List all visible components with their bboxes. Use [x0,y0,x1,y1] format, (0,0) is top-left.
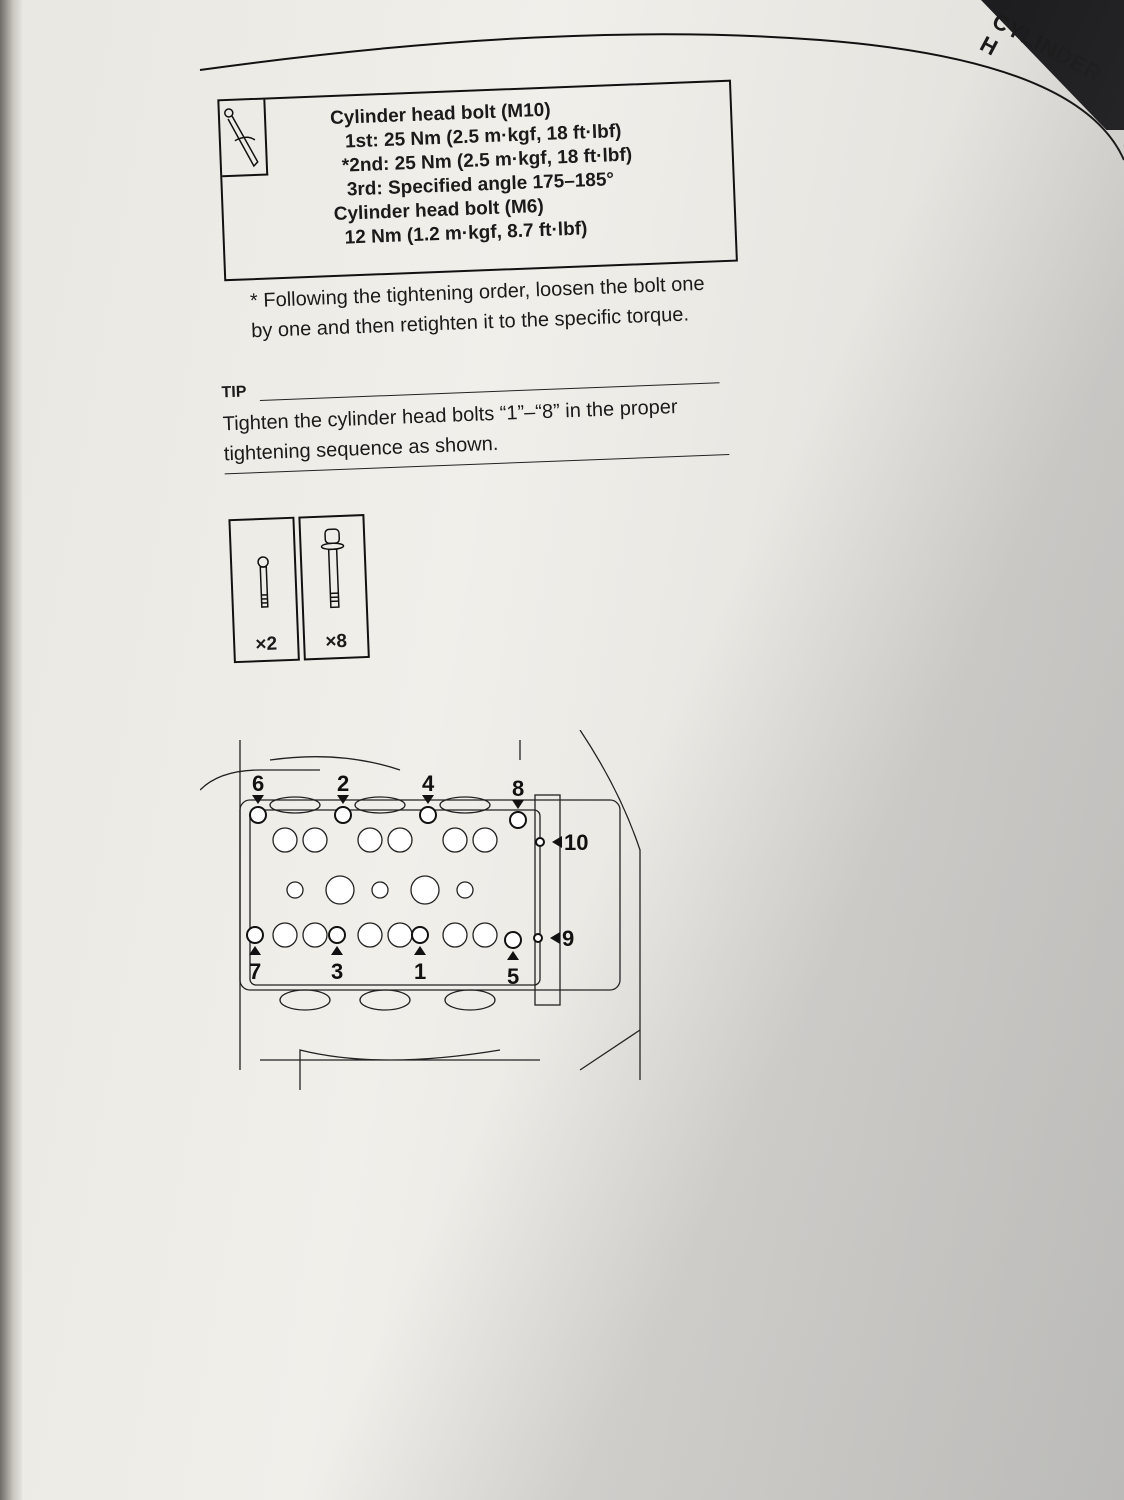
bolt-marker [411,926,429,944]
bolt-box-m6: ×2 [228,516,300,664]
arrow-icon [422,795,434,804]
bolt-marker [246,926,264,944]
callout-label: 10 [564,830,588,855]
arrow-icon [550,932,560,944]
bolt-marker [535,837,545,847]
cylinder-head-diagram: 1 2 3 4 5 6 7 8 9 10 [200,730,641,1090]
bolt-box-m10: ×8 [298,514,370,661]
arrow-icon [252,795,264,804]
callout-label: 3 [331,959,343,984]
callout-label: 5 [507,964,519,989]
callout-1: 1 [411,926,429,984]
bolt-marker [509,811,527,829]
callout-label: 9 [562,926,574,951]
tip-label: TIP [221,383,247,402]
arrow-icon [337,795,349,804]
callout-label: 1 [414,959,426,984]
callout-7: 7 [246,926,264,984]
callout-5: 5 [504,931,522,989]
callout-6: 6 [249,771,267,824]
bolt-marker [328,926,346,944]
header-rule [199,33,1124,161]
arrow-icon [512,800,524,809]
callout-label: 8 [512,776,524,801]
callout-10: 10 [535,830,588,855]
bolt-qty: ×2 [255,633,278,656]
arrow-icon [249,946,261,955]
callout-2: 2 [334,771,352,824]
callout-4: 4 [419,771,437,824]
m10-bolt-icon [320,528,345,609]
arrow-icon [507,951,519,960]
callout-9: 9 [533,926,574,951]
callout-label: 7 [249,959,261,984]
bolt-marker [533,933,543,943]
callout-3: 3 [328,926,346,984]
callout-label: 2 [337,771,349,796]
bolt-qty: ×8 [324,630,348,653]
torque-spec-text: Cylinder head bolt (M10) 1st: 25 Nm (2.5… [330,96,636,251]
page-edge [0,0,22,1500]
arrow-icon [331,946,343,955]
tool-cell [219,99,269,178]
arrow-icon [414,946,426,955]
bolt-marker [419,806,437,824]
arrow-icon [552,836,562,848]
torque-spec-box: Cylinder head bolt (M10) 1st: 25 Nm (2.5… [217,79,738,282]
callout-label: 4 [422,771,435,796]
page-content: Cylinder head bolt (M10) 1st: 25 Nm (2.5… [200,19,760,664]
torque-wrench-icon [224,108,259,168]
bolt-marker [334,806,352,824]
m6-bolt-icon [257,556,269,608]
bolt-marker [249,806,267,824]
bolt-marker [504,931,522,949]
callout-label: 6 [252,771,264,796]
valve-lobes [272,827,498,948]
callout-8: 8 [509,776,527,829]
